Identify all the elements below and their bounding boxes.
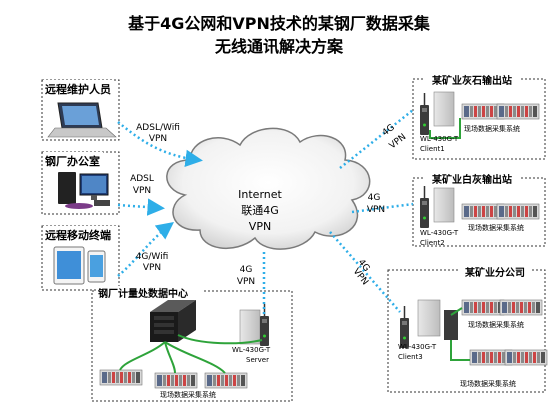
data-center-title: 钢厂计量处数据中心 xyxy=(98,287,188,300)
link-limestone-station: 4G VPN xyxy=(339,109,414,169)
plc-rack-icon xyxy=(504,349,548,366)
router-icon xyxy=(419,92,430,136)
plc-rack-icon xyxy=(154,372,198,389)
svg-text:4G: 4G xyxy=(381,123,397,139)
remote-maintenance-box: 远程维护人员 xyxy=(41,79,120,141)
server-tower-icon xyxy=(239,309,261,345)
remote-mobile-label: 远程移动终端 xyxy=(45,228,111,242)
svg-text:VPN: VPN xyxy=(149,134,167,144)
cloud-line1: Internet xyxy=(238,188,282,201)
svg-text:VPN: VPN xyxy=(133,186,151,196)
link-steel-office: ADSL VPN xyxy=(117,174,165,216)
plc-rack-icon xyxy=(99,369,143,386)
svg-text:4G/Wifi: 4G/Wifi xyxy=(136,252,169,262)
steel-office-box: 钢厂办公室 xyxy=(41,151,120,215)
svg-text:4G: 4G xyxy=(368,193,381,203)
limestone-station-title: 某矿业灰石输出站 xyxy=(432,74,512,87)
svg-text:现场数据采集系统: 现场数据采集系统 xyxy=(464,124,520,133)
router-icon xyxy=(399,305,410,349)
link-data-center: 4G VPN xyxy=(237,252,266,315)
svg-text:Client1: Client1 xyxy=(420,145,445,153)
server-tower-icon xyxy=(433,187,455,223)
svg-text:WL-430G-T: WL-430G-T xyxy=(420,135,459,143)
switch-icon xyxy=(444,310,458,340)
svg-text:Client2: Client2 xyxy=(420,239,445,247)
svg-text:ADSL/Wifi: ADSL/Wifi xyxy=(136,123,180,133)
svg-text:现场数据采集系统: 现场数据采集系统 xyxy=(468,223,524,232)
data-center-box: 钢厂计量处数据中心 WL-430G-T Server 现场数据采集系统 xyxy=(91,286,293,402)
cloud-line2: 联通4G xyxy=(241,204,279,217)
plc-rack-icon xyxy=(499,299,543,316)
server-tower-icon xyxy=(417,299,441,337)
diagram-title-line1: 基于4G公网和VPN技术的某钢厂数据采集 xyxy=(127,14,431,33)
svg-text:Server: Server xyxy=(246,356,269,364)
laptop-icon xyxy=(47,102,117,138)
router-icon xyxy=(419,185,430,229)
white-lime-station-box: 某矿业白灰输出站 WL-430G-T Client2 现场数据采集系统 xyxy=(412,172,546,247)
desktop-computer-icon xyxy=(58,172,110,209)
svg-text:WL-430G-T: WL-430G-T xyxy=(420,229,459,237)
svg-text:WL-430G-T: WL-430G-T xyxy=(398,343,437,351)
tablet-phone-icon xyxy=(53,246,106,285)
link-white-lime-station: 4G VPN xyxy=(351,193,414,215)
nas-server-icon xyxy=(150,300,196,342)
white-lime-station-title: 某矿业白灰输出站 xyxy=(432,173,512,186)
plc-rack-icon xyxy=(204,372,248,389)
plc-rack-icon xyxy=(496,203,540,220)
diagram-title-line2: 无线通讯解决方案 xyxy=(214,37,344,56)
svg-text:VPN: VPN xyxy=(367,205,385,215)
remote-mobile-box: 远程移动终端 xyxy=(41,225,120,291)
plc-rack-icon xyxy=(461,299,505,316)
svg-text:Client3: Client3 xyxy=(398,353,423,361)
link-remote-mobile: 4G/Wifi VPN xyxy=(117,221,174,277)
svg-text:WL-430G-T: WL-430G-T xyxy=(232,346,271,354)
svg-text:现场数据采集系统: 现场数据采集系统 xyxy=(460,379,516,388)
svg-text:现场数据采集系统: 现场数据采集系统 xyxy=(468,320,524,329)
mining-branch-box: 某矿业分公司 WL-430G-T Client3 现场数据采集系统 现场数据采集… xyxy=(387,264,548,393)
steel-office-label: 钢厂办公室 xyxy=(45,154,100,168)
svg-text:ADSL: ADSL xyxy=(130,174,154,184)
limestone-station-box: 某矿业灰石输出站 WL-430G-T Client1 现场数据采集系统 xyxy=(412,73,546,160)
link-remote-maintenance: ADSL/Wifi VPN xyxy=(117,121,203,168)
mining-branch-title: 某矿业分公司 xyxy=(465,266,525,279)
internet-cloud: Internet 联通4G VPN xyxy=(166,127,371,250)
cloud-line3: VPN xyxy=(249,220,271,233)
svg-text:4G: 4G xyxy=(240,265,253,275)
remote-maintenance-label: 远程维护人员 xyxy=(45,82,111,96)
server-tower-icon xyxy=(433,91,455,127)
plc-rack-icon xyxy=(496,103,540,120)
svg-text:VPN: VPN xyxy=(143,263,161,273)
svg-text:VPN: VPN xyxy=(237,277,255,287)
svg-text:现场数据采集系统: 现场数据采集系统 xyxy=(160,390,216,399)
link-mining-branch: 4G VPN xyxy=(329,231,401,313)
